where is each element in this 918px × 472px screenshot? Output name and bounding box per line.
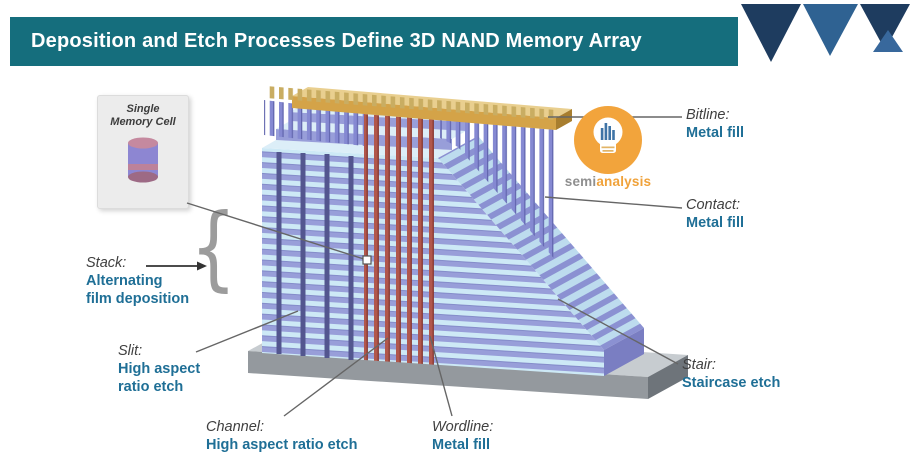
label-wordline-desc: Metal fill — [432, 437, 491, 453]
label-bitline-term: Bitline: — [686, 107, 730, 123]
triangle-icon — [860, 4, 910, 50]
inset-title-line2: Memory Cell — [110, 116, 176, 128]
channel-leader-line — [283, 337, 389, 417]
contact-pillars — [440, 120, 557, 262]
label-bitline: Bitline: Metal fill — [686, 106, 744, 142]
label-channel-desc: High aspect ratio etch — [206, 437, 358, 453]
triangle-icon — [873, 30, 903, 52]
memory-cell-marker — [362, 255, 372, 265]
wordmark-analysis: analysis — [596, 174, 652, 189]
slide-title: Deposition and Etch Processes Define 3D … — [31, 30, 642, 52]
inset-title-line1: Single — [126, 103, 160, 115]
single-memory-cell-inset: Single Memory Cell — [97, 95, 189, 209]
contact-leader-line — [544, 196, 683, 209]
label-bitline-desc: Metal fill — [686, 125, 745, 141]
label-wordline-term: Wordline: — [432, 419, 494, 435]
label-stack: Stack: Alternating film deposition — [86, 254, 189, 308]
label-stack-desc-line2: film deposition — [86, 291, 190, 307]
inset-callout-line — [186, 202, 368, 261]
label-channel-term: Channel: — [206, 419, 265, 435]
label-contact: Contact: Metal fill — [686, 196, 744, 232]
label-stack-term: Stack: — [86, 255, 127, 271]
semianalysis-wordmark: semianalysis — [560, 174, 656, 189]
bitline-teeth — [266, 86, 556, 120]
label-stair: Stair: Staircase etch — [682, 356, 780, 392]
label-slit-term: Slit: — [118, 343, 143, 359]
slit-grooves — [276, 152, 354, 360]
label-contact-term: Contact: — [686, 197, 740, 213]
label-slit-desc-line1: High aspect — [118, 361, 201, 377]
label-stair-term: Stair: — [682, 357, 716, 373]
label-slit-desc-line2: ratio etch — [118, 379, 184, 395]
triangle-icon — [741, 4, 801, 62]
stack-arrow-icon — [146, 261, 207, 271]
label-stair-desc: Staircase etch — [682, 375, 781, 391]
label-slit: Slit: High aspect ratio etch — [118, 342, 200, 396]
channel-pillars — [364, 114, 438, 365]
wordmark-semi: semi — [564, 174, 597, 189]
stair-leader-line — [557, 298, 679, 365]
triangle-icon — [803, 4, 858, 56]
label-wordline: Wordline: Metal fill — [432, 418, 493, 454]
corner-triangles-decoration — [741, 4, 910, 62]
wordline-leader-line — [429, 335, 453, 417]
label-stack-desc-line1: Alternating — [86, 273, 163, 289]
semianalysis-logo-icon — [574, 106, 642, 174]
title-bar: Deposition and Etch Processes Define 3D … — [10, 17, 738, 66]
stack-brace-icon: { — [190, 194, 237, 301]
slit-leader-line — [195, 310, 299, 353]
memory-cell-cylinder-icon — [128, 137, 158, 183]
label-channel: Channel: High aspect ratio etch — [206, 418, 357, 454]
label-contact-desc: Metal fill — [686, 215, 745, 231]
